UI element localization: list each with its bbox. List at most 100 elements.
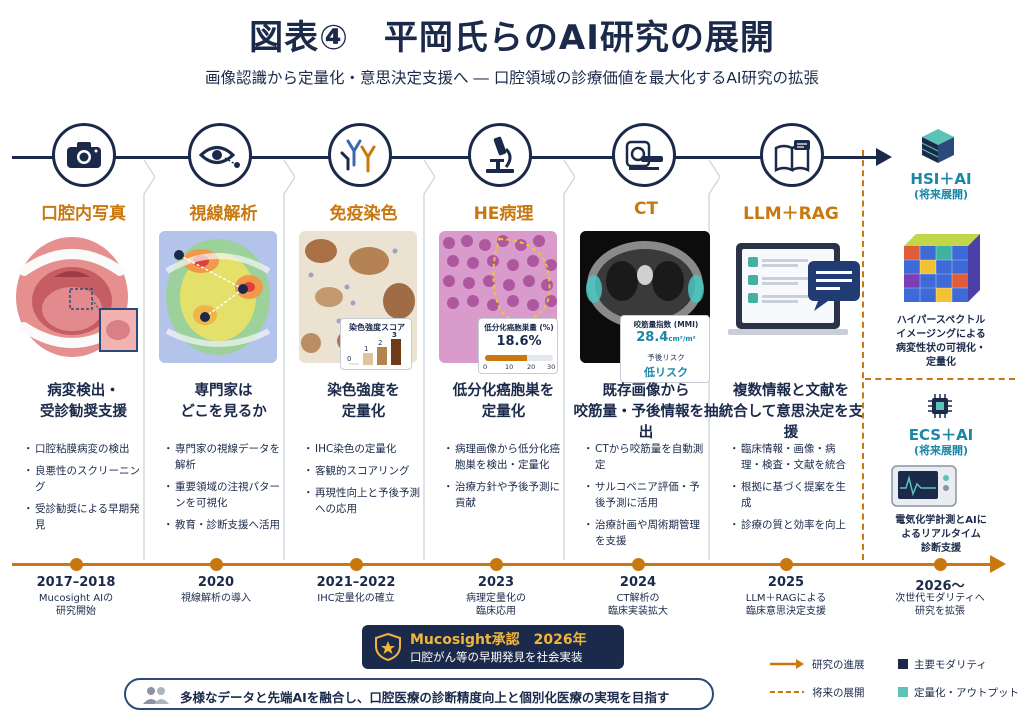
- antibody-icon: [328, 123, 392, 187]
- column-immunostaining: 免疫染色 染色強度スコア 0 1 2 3 染色強度を 定: [292, 105, 435, 560]
- column-oral-photo: 口腔内写真 病変検出・ 受診勧奨支援 口腔粘膜病変の検出 良悪性のスクリーニング…: [12, 105, 155, 560]
- page-title: 図表④ 平岡氏らのAI研究の展開: [249, 18, 775, 58]
- timeline-dot: [350, 558, 363, 571]
- legend-quant-swatch: [898, 687, 908, 697]
- mmi-inset: 咬筋量指数 (MMI) 28.4cm²/m² 予後リスク 低リスク: [620, 315, 710, 383]
- nest-value: 18.6%: [496, 334, 542, 349]
- column-heading: 低分化癌胞巣を 定量化: [452, 383, 555, 420]
- approval-badge: Mucosight承認 2026年 口腔がん等の早期発見を社会実装: [362, 625, 624, 669]
- bullet-list: IHC染色の定量化 客観的スコアリング 再現性向上と予後予測への応用: [303, 441, 425, 523]
- list-item: 良悪性のスクリーニング: [23, 463, 145, 495]
- microscope-icon: [468, 123, 532, 187]
- hyperspectral-cube-illustration: [904, 234, 980, 302]
- badge-subtitle: 口腔がん等の早期発見を社会実装: [410, 650, 583, 664]
- list-item: 受診勧奨による早期発見: [23, 501, 145, 533]
- column-llm-rag: LLM＋RAG 複数情報と文献を 統合して意思決定を支援 臨床情報・画像・病理・…: [718, 105, 864, 560]
- ecs-subtitle: (将来展開): [913, 444, 969, 457]
- bullet-list: 臨床情報・画像・病理・検査・文献を統合 根拠に基づく提案を生成 診療の質と効率を…: [729, 441, 854, 539]
- risk-value: 低リスク: [644, 366, 688, 379]
- stain-score-inset: 染色強度スコア 0 1 2 3: [340, 318, 412, 370]
- hsi-description: ハイパースペクトル イメージングによる 病変性状の可視化・ 定量化: [896, 315, 986, 368]
- legend-modality: 主要モダリティ: [914, 659, 987, 671]
- bullet-list: CTから咬筋量を自動測定 サルコペニア評価・予後予測に活用 治療計画や周術期管理…: [583, 441, 710, 555]
- list-item: IHC染色の定量化: [303, 441, 425, 457]
- list-item: 根拠に基づく提案を生成: [729, 479, 854, 511]
- legend-future-dash-icon: [770, 691, 804, 693]
- electrochemical-device-illustration: [891, 465, 957, 507]
- hsi-title: HSI＋AI: [910, 170, 972, 188]
- ecs-description: 電気化学計測とAIに よるリアルタイム 診断支援: [895, 515, 987, 554]
- column-label: LLM＋RAG: [743, 204, 839, 224]
- legend-quant: 定量化・アウトプット: [914, 687, 1019, 699]
- nest-bar-fill: [485, 355, 528, 361]
- column-heading: 病変検出・ 受診勧奨支援: [40, 383, 127, 420]
- shield-star-icon: [375, 632, 401, 662]
- timeline-year: 2017–2018: [36, 575, 116, 590]
- timeline-year: 2024: [619, 575, 657, 590]
- list-item: 病理画像から低分化癌胞巣を検出・定量化: [443, 441, 565, 473]
- bullet-list: 専門家の視線データを解析 重要領域の注視パターンを可視化 教育・診断支援へ活用: [163, 441, 285, 539]
- timeline-dot: [632, 558, 645, 571]
- stain-score-bars: [349, 339, 401, 365]
- column-label: 視線解析: [189, 204, 258, 224]
- column-he-pathology: HE病理 低分化癌胞巣量 (%) 18.6% 0 10 20 30 低分化癌胞巣…: [432, 105, 575, 560]
- page-subtitle: 画像認識から定量化・意思決定支援へ ― 口腔領域の診療価値を最大化するAI研究の…: [204, 69, 820, 87]
- timeline-dot: [210, 558, 223, 571]
- list-item: 重要領域の注視パターンを可視化: [163, 479, 285, 511]
- column-ct: CT 咬筋量指数 (MMI) 28.4cm²/m² 予後リスク 低リスク 既存画…: [572, 105, 720, 560]
- timeline-description: 病理定量化の 臨床応用: [466, 593, 526, 617]
- column-label: CT: [633, 199, 659, 219]
- timeline-dot: [70, 558, 83, 571]
- list-item: CTから咬筋量を自動測定: [583, 441, 710, 473]
- list-item: 治療計画や周術期管理を支援: [583, 517, 710, 549]
- timeline-arrow-head: [990, 555, 1006, 573]
- timeline-description: CT解析の 臨床実装拡大: [608, 593, 668, 617]
- book-chat-icon: [760, 123, 824, 187]
- column-heading: 専門家は どこを見るか: [180, 383, 267, 420]
- list-item: 専門家の視線データを解析: [163, 441, 285, 473]
- poorly-differentiated-nest-inset: 低分化癌胞巣量 (%) 18.6% 0 10 20 30: [478, 318, 558, 374]
- hsi-cube-icon: [921, 129, 954, 163]
- banner-text: 多様なデータと先端AIを融合し、口腔医療の診断精度向上と個別化医療の実現を目指す: [180, 690, 670, 705]
- legend-progress: 研究の進展: [812, 659, 865, 671]
- future-divider: [865, 378, 1015, 380]
- ecs-title: ECS＋AI: [908, 426, 974, 444]
- legend-future: 将来の展開: [812, 687, 865, 699]
- progress-arrow-line: [12, 156, 880, 159]
- chip-icon: [928, 394, 952, 418]
- list-item: 臨床情報・画像・病理・検査・文献を統合: [729, 441, 854, 473]
- list-item: 診療の質と効率を向上: [729, 517, 854, 533]
- timeline-year: 2020: [197, 575, 235, 590]
- camera-icon: [52, 123, 116, 187]
- column-gaze-analysis: 視線解析 専門家は どこを見るか 専門家の視線データを解析 重要領域の注視パター…: [152, 105, 295, 560]
- column-heading: 既存画像から 咬筋量・予後情報を抽出: [573, 383, 719, 441]
- gaze-heatmap-illustration: [159, 231, 277, 363]
- nest-bar-track: [485, 355, 553, 361]
- hsi-subtitle: (将来展開): [913, 188, 969, 201]
- timeline-dot: [934, 558, 947, 571]
- people-icon: [143, 687, 169, 704]
- list-item: 治療方針や予後予測に貢献: [443, 479, 565, 511]
- list-item: 再現性向上と予後予測への応用: [303, 485, 425, 517]
- badge-title: Mucosight承認 2026年: [410, 632, 587, 648]
- timeline-dot: [490, 558, 503, 571]
- timeline-year: 2025: [767, 575, 805, 590]
- legend-modality-swatch: [898, 659, 908, 669]
- column-label: HE病理: [473, 204, 534, 224]
- timeline-year: 2023: [477, 575, 515, 590]
- list-item: 教育・診断支援へ活用: [163, 517, 285, 533]
- timeline-description: Mucosight AIの 研究開始: [38, 593, 114, 617]
- timeline-description: IHC定量化の確立: [317, 593, 395, 604]
- list-item: 口腔粘膜病変の検出: [23, 441, 145, 457]
- column-label: 免疫染色: [329, 204, 398, 224]
- oral-photo-illustration: [14, 231, 139, 363]
- ct-scanner-icon: [612, 123, 676, 187]
- mmi-value: 28.4cm²/m²: [636, 330, 696, 345]
- future-divider: [862, 150, 864, 560]
- timeline-description: 次世代モダリティへ 研究を拡張: [895, 593, 985, 617]
- column-heading: 染色強度を 定量化: [327, 383, 400, 420]
- list-item: サルコペニア評価・予後予測に活用: [583, 479, 710, 511]
- timeline-description: LLM＋RAGによる 臨床意思決定支援: [745, 593, 827, 617]
- bullet-list: 病理画像から低分化癌胞巣を検出・定量化 治療方針や予後予測に貢献: [443, 441, 565, 517]
- timeline-year: 2021–2022: [316, 575, 396, 590]
